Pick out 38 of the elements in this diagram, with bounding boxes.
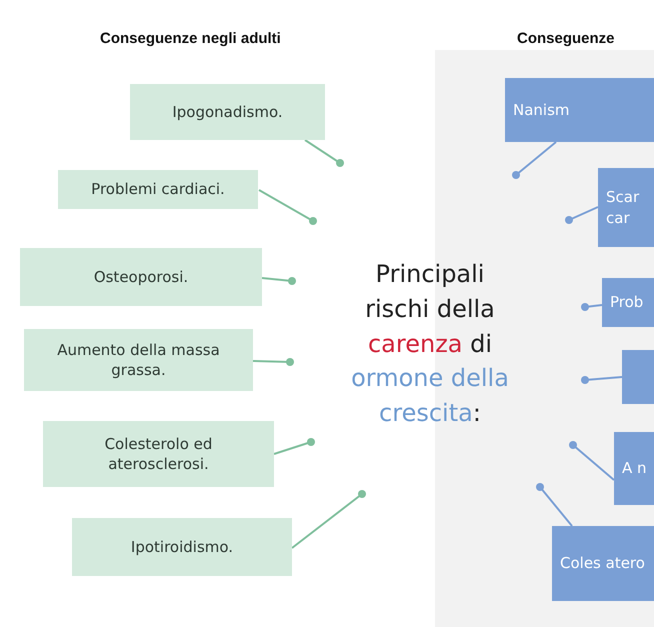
column-heading: Conseguenze negli adulti xyxy=(100,30,281,47)
connector-line xyxy=(258,189,317,225)
central-text: Principali rischi della carenza di ormone della crescita: xyxy=(350,259,510,430)
condition-label: A n xyxy=(622,458,647,479)
condition-label: Nanism xyxy=(513,100,570,120)
condition-box xyxy=(552,526,654,601)
condition-box xyxy=(24,329,253,391)
condition-box xyxy=(43,421,274,487)
connector-line xyxy=(581,303,602,311)
condition-box xyxy=(20,248,262,306)
condition-box xyxy=(602,278,654,327)
condition-box xyxy=(505,78,654,142)
connector-line xyxy=(536,483,573,527)
condition-box xyxy=(58,170,258,209)
connector-line xyxy=(569,441,615,481)
connector-line xyxy=(565,206,598,224)
connector-line xyxy=(304,139,344,167)
connector-line xyxy=(581,376,622,384)
connector-line xyxy=(252,358,294,366)
column-heading: Conseguenze xyxy=(517,30,615,47)
condition-box xyxy=(130,84,325,140)
connector-line xyxy=(274,438,315,455)
connector-line xyxy=(262,277,296,285)
condition-box xyxy=(598,168,654,247)
condition-box xyxy=(614,432,654,505)
condition-label: Problemi cardiaci. xyxy=(91,179,225,200)
condition-label: Coles atero xyxy=(560,553,645,574)
condition-label: Colesterolo ed aterosclerosi. xyxy=(104,434,214,474)
condition-label: Ipogonadismo. xyxy=(172,102,283,122)
connector-line xyxy=(291,490,366,549)
condition-label: Ipotiroidismo. xyxy=(130,536,234,558)
condition-label: Scar car xyxy=(606,187,640,228)
condition-label: Prob xyxy=(610,292,644,313)
connector-line xyxy=(512,141,557,179)
condition-box xyxy=(622,350,654,404)
condition-label: Osteoporosi. xyxy=(94,266,188,288)
condition-label: Aumento della massa grassa. xyxy=(56,340,221,380)
condition-box xyxy=(72,518,292,576)
